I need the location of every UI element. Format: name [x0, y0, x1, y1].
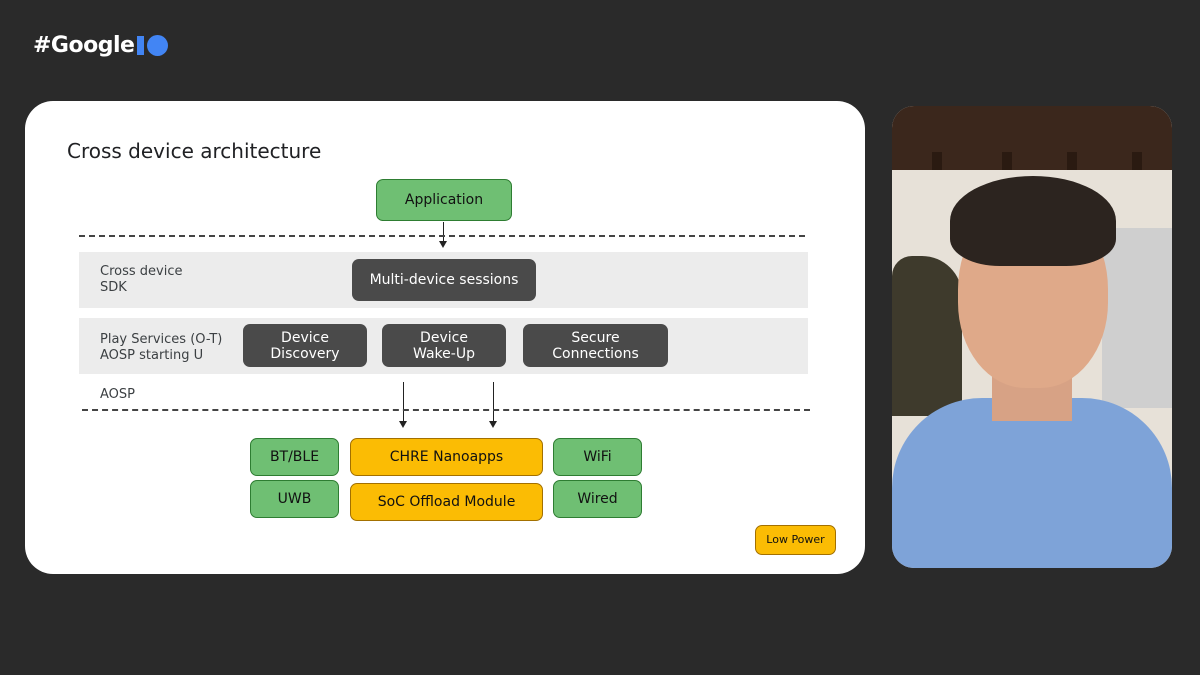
- slide-title: Cross device architecture: [67, 139, 322, 163]
- speaker-video: [892, 106, 1172, 568]
- arrow-application-line: [443, 222, 444, 242]
- brand-text: #Google: [33, 33, 135, 58]
- device-discovery-box: Device Discovery: [243, 324, 367, 367]
- chre-nanoapps-box: CHRE Nanoapps: [350, 438, 543, 476]
- aosp-label: AOSP: [100, 387, 135, 402]
- arrow-application-head-icon: [439, 241, 447, 248]
- sdk-band-label: Cross device SDK: [100, 264, 183, 295]
- wifi-box: WiFi: [553, 438, 642, 476]
- google-io-brand: #Google: [33, 33, 170, 58]
- arrow-right-line: [493, 382, 494, 422]
- device-wake-up-box: Device Wake-Up: [382, 324, 506, 367]
- services-band-label: Play Services (O-T) AOSP starting U: [100, 332, 223, 363]
- low-power-legend: Low Power: [755, 525, 836, 555]
- uwb-box: UWB: [250, 480, 339, 518]
- soc-offload-module-box: SoC Offload Module: [350, 483, 543, 521]
- arrow-right-head-icon: [489, 421, 497, 428]
- io-logo-icon: [136, 34, 170, 57]
- presentation-slide: Cross device architecture Application Cr…: [25, 101, 865, 574]
- application-box: Application: [376, 179, 512, 221]
- dashed-separator-bottom: [82, 409, 810, 411]
- secure-connections-box: Secure Connections: [523, 324, 668, 367]
- arrow-left-line: [403, 382, 404, 422]
- wired-box: Wired: [553, 480, 642, 518]
- dashed-separator-top: [79, 235, 805, 237]
- bt-ble-box: BT/BLE: [250, 438, 339, 476]
- multi-device-sessions-box: Multi-device sessions: [352, 259, 536, 301]
- arrow-left-head-icon: [399, 421, 407, 428]
